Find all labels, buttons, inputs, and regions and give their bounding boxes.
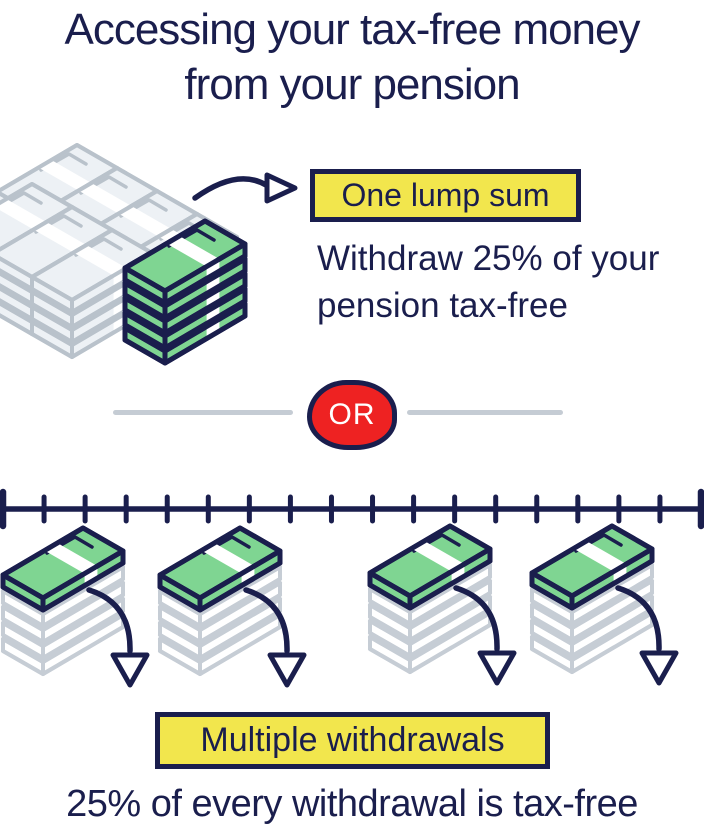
title-line-2: from your pension bbox=[184, 60, 520, 109]
lump-sum-label: One lump sum bbox=[310, 169, 581, 222]
timeline-ticks bbox=[0, 488, 704, 530]
money-pile-icon bbox=[0, 128, 298, 373]
multiple-withdrawals-label-text: Multiple withdrawals bbox=[200, 721, 505, 759]
money-stack-icon bbox=[532, 526, 676, 683]
withdrawal-stack-group bbox=[3, 526, 676, 685]
or-badge: OR bbox=[307, 380, 397, 450]
timeline-icon bbox=[0, 488, 704, 530]
lump-sum-label-text: One lump sum bbox=[341, 177, 550, 213]
withdrawal-stacks bbox=[0, 523, 704, 718]
money-stack-icon bbox=[160, 528, 304, 685]
bottom-caption: 25% of every withdrawal is tax-free bbox=[66, 783, 638, 825]
lump-sum-desc-line-2: pension tax-free bbox=[317, 286, 568, 325]
lump-sum-desc-line-1: Withdraw 25% of your bbox=[317, 239, 660, 278]
page-title: Accessing your tax-free money from your … bbox=[0, 2, 704, 112]
divider-line-left bbox=[113, 410, 293, 415]
lump-sum-description: Withdraw 25% of your pension tax-free bbox=[317, 235, 704, 329]
or-badge-text: OR bbox=[328, 398, 376, 431]
multiple-withdrawals-label: Multiple withdrawals bbox=[155, 712, 550, 769]
money-stack-icon bbox=[3, 528, 147, 685]
divider-line-right bbox=[407, 410, 563, 415]
money-stack-icon bbox=[370, 526, 514, 683]
curved-arrow-icon bbox=[192, 172, 298, 204]
title-line-1: Accessing your tax-free money bbox=[64, 5, 640, 54]
